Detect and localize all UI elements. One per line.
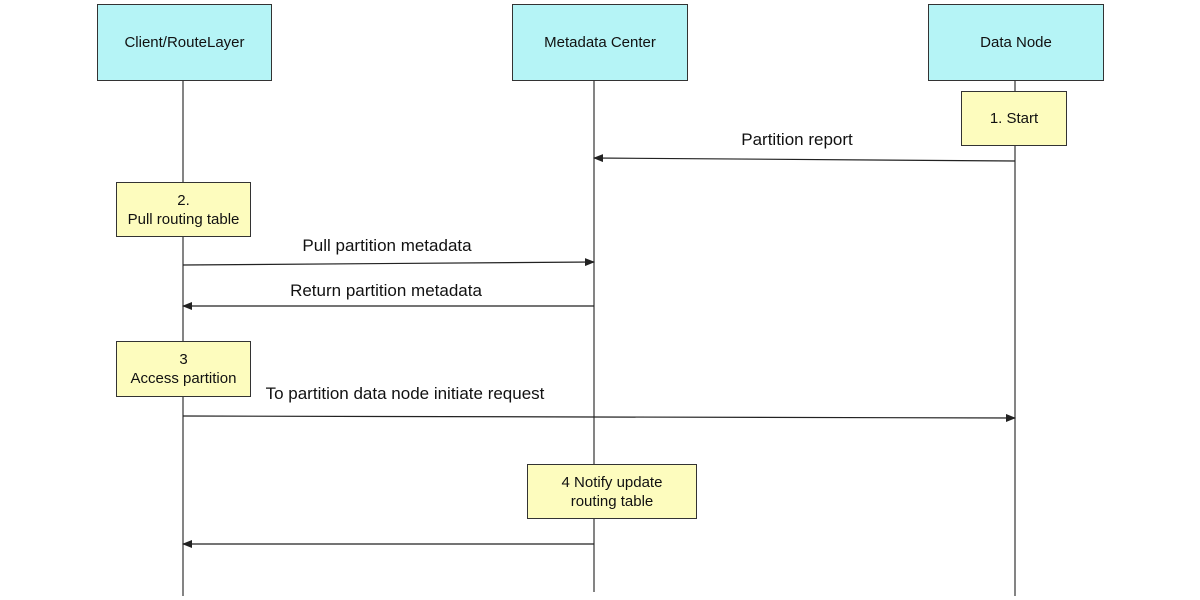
note-access-line1: 3 <box>179 351 188 368</box>
note-pull-line1: 2. <box>177 191 190 209</box>
note-notify-update: 4 Notify update routing table <box>527 464 697 519</box>
participant-metadata-label: Metadata Center <box>544 34 656 51</box>
note-notify-line2: routing table <box>570 492 654 510</box>
note-pull-routing-table: 2. Pull routing table <box>116 182 251 237</box>
note-access-line2: Access partition <box>130 370 237 387</box>
note-pull-line2: Pull routing table <box>127 210 240 228</box>
message-label-return-metadata: Return partition metadata <box>290 281 482 300</box>
note-start-line1: 1. Start <box>989 110 1039 127</box>
note-notify-line1: 4 Notify update <box>561 473 663 491</box>
arrow-initiate-request <box>182 413 1016 422</box>
message-label-initiate-request: To partition data node initiate request <box>265 384 545 403</box>
message-label-partition-report: Partition report <box>741 130 853 149</box>
note-access-partition: 3 Access partition <box>116 341 251 397</box>
participant-metadata-center: Metadata Center <box>512 4 688 81</box>
participant-data-node: Data Node <box>928 4 1104 81</box>
participant-datanode-label: Data Node <box>980 34 1052 51</box>
note-start: 1. Start <box>961 91 1067 146</box>
arrow-partition-report <box>593 154 1016 163</box>
participant-client-label: Client/RouteLayer <box>124 34 245 51</box>
arrow-pull-metadata <box>182 258 595 267</box>
message-label-pull-metadata: Pull partition metadata <box>302 236 472 255</box>
participant-client: Client/RouteLayer <box>97 4 272 81</box>
